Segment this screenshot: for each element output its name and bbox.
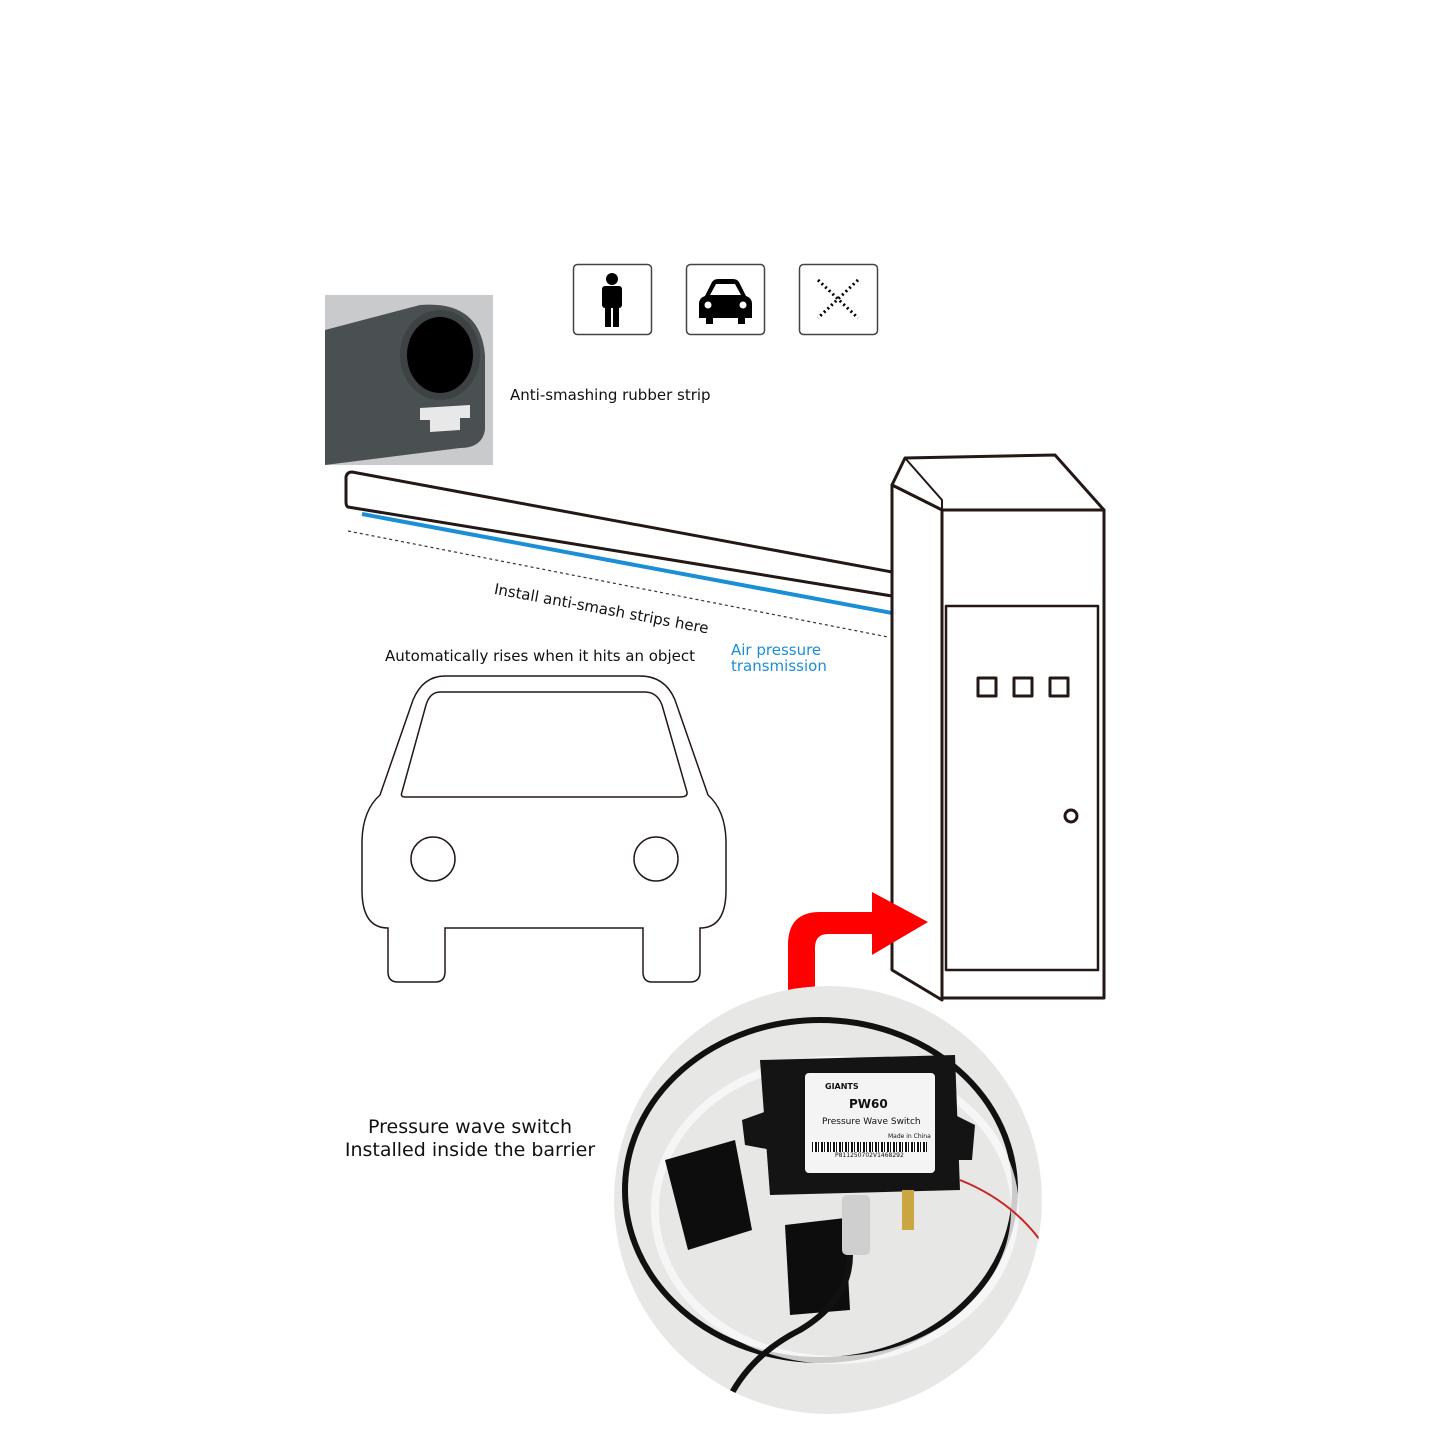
cabinet-indicator [1048, 676, 1070, 698]
auto-rise-label: Automatically rises when it hits an obje… [385, 647, 695, 665]
rubber-strip-photo [325, 295, 493, 465]
device-barcode [812, 1142, 927, 1152]
pressure-wave-switch-photo [614, 986, 1042, 1414]
switch-label-line2: Installed inside the barrier [344, 1139, 596, 1161]
red-arrow [788, 892, 928, 1000]
barrier-arm [344, 470, 894, 638]
device-model: PW60 [849, 1097, 888, 1111]
dotted-guide-line [347, 530, 889, 638]
rubber-strip-label: Anti-smashing rubber strip [510, 386, 711, 404]
barrier-cabinet [890, 453, 1106, 1002]
device-origin: Made in China [888, 1133, 931, 1140]
air-pressure-label-line1: Air pressure [731, 641, 822, 659]
device-name: Pressure Wave Switch [822, 1117, 921, 1127]
cabinet-indicator [976, 676, 998, 698]
pedestrian-icon [572, 263, 653, 336]
car-icon [685, 263, 766, 336]
air-pressure-label-line2: transmission [731, 657, 827, 675]
dotted-x-icon [798, 263, 879, 336]
door-lock-icon [1063, 808, 1079, 824]
cabinet-indicator [1012, 676, 1034, 698]
device-brand: GIANTS [825, 1082, 859, 1091]
switch-label-line1: Pressure wave switch [368, 1116, 572, 1138]
car-outline [361, 675, 727, 983]
anti-smash-strip-line [361, 512, 893, 615]
device-serial: P811250702V1468292 [835, 1152, 904, 1159]
